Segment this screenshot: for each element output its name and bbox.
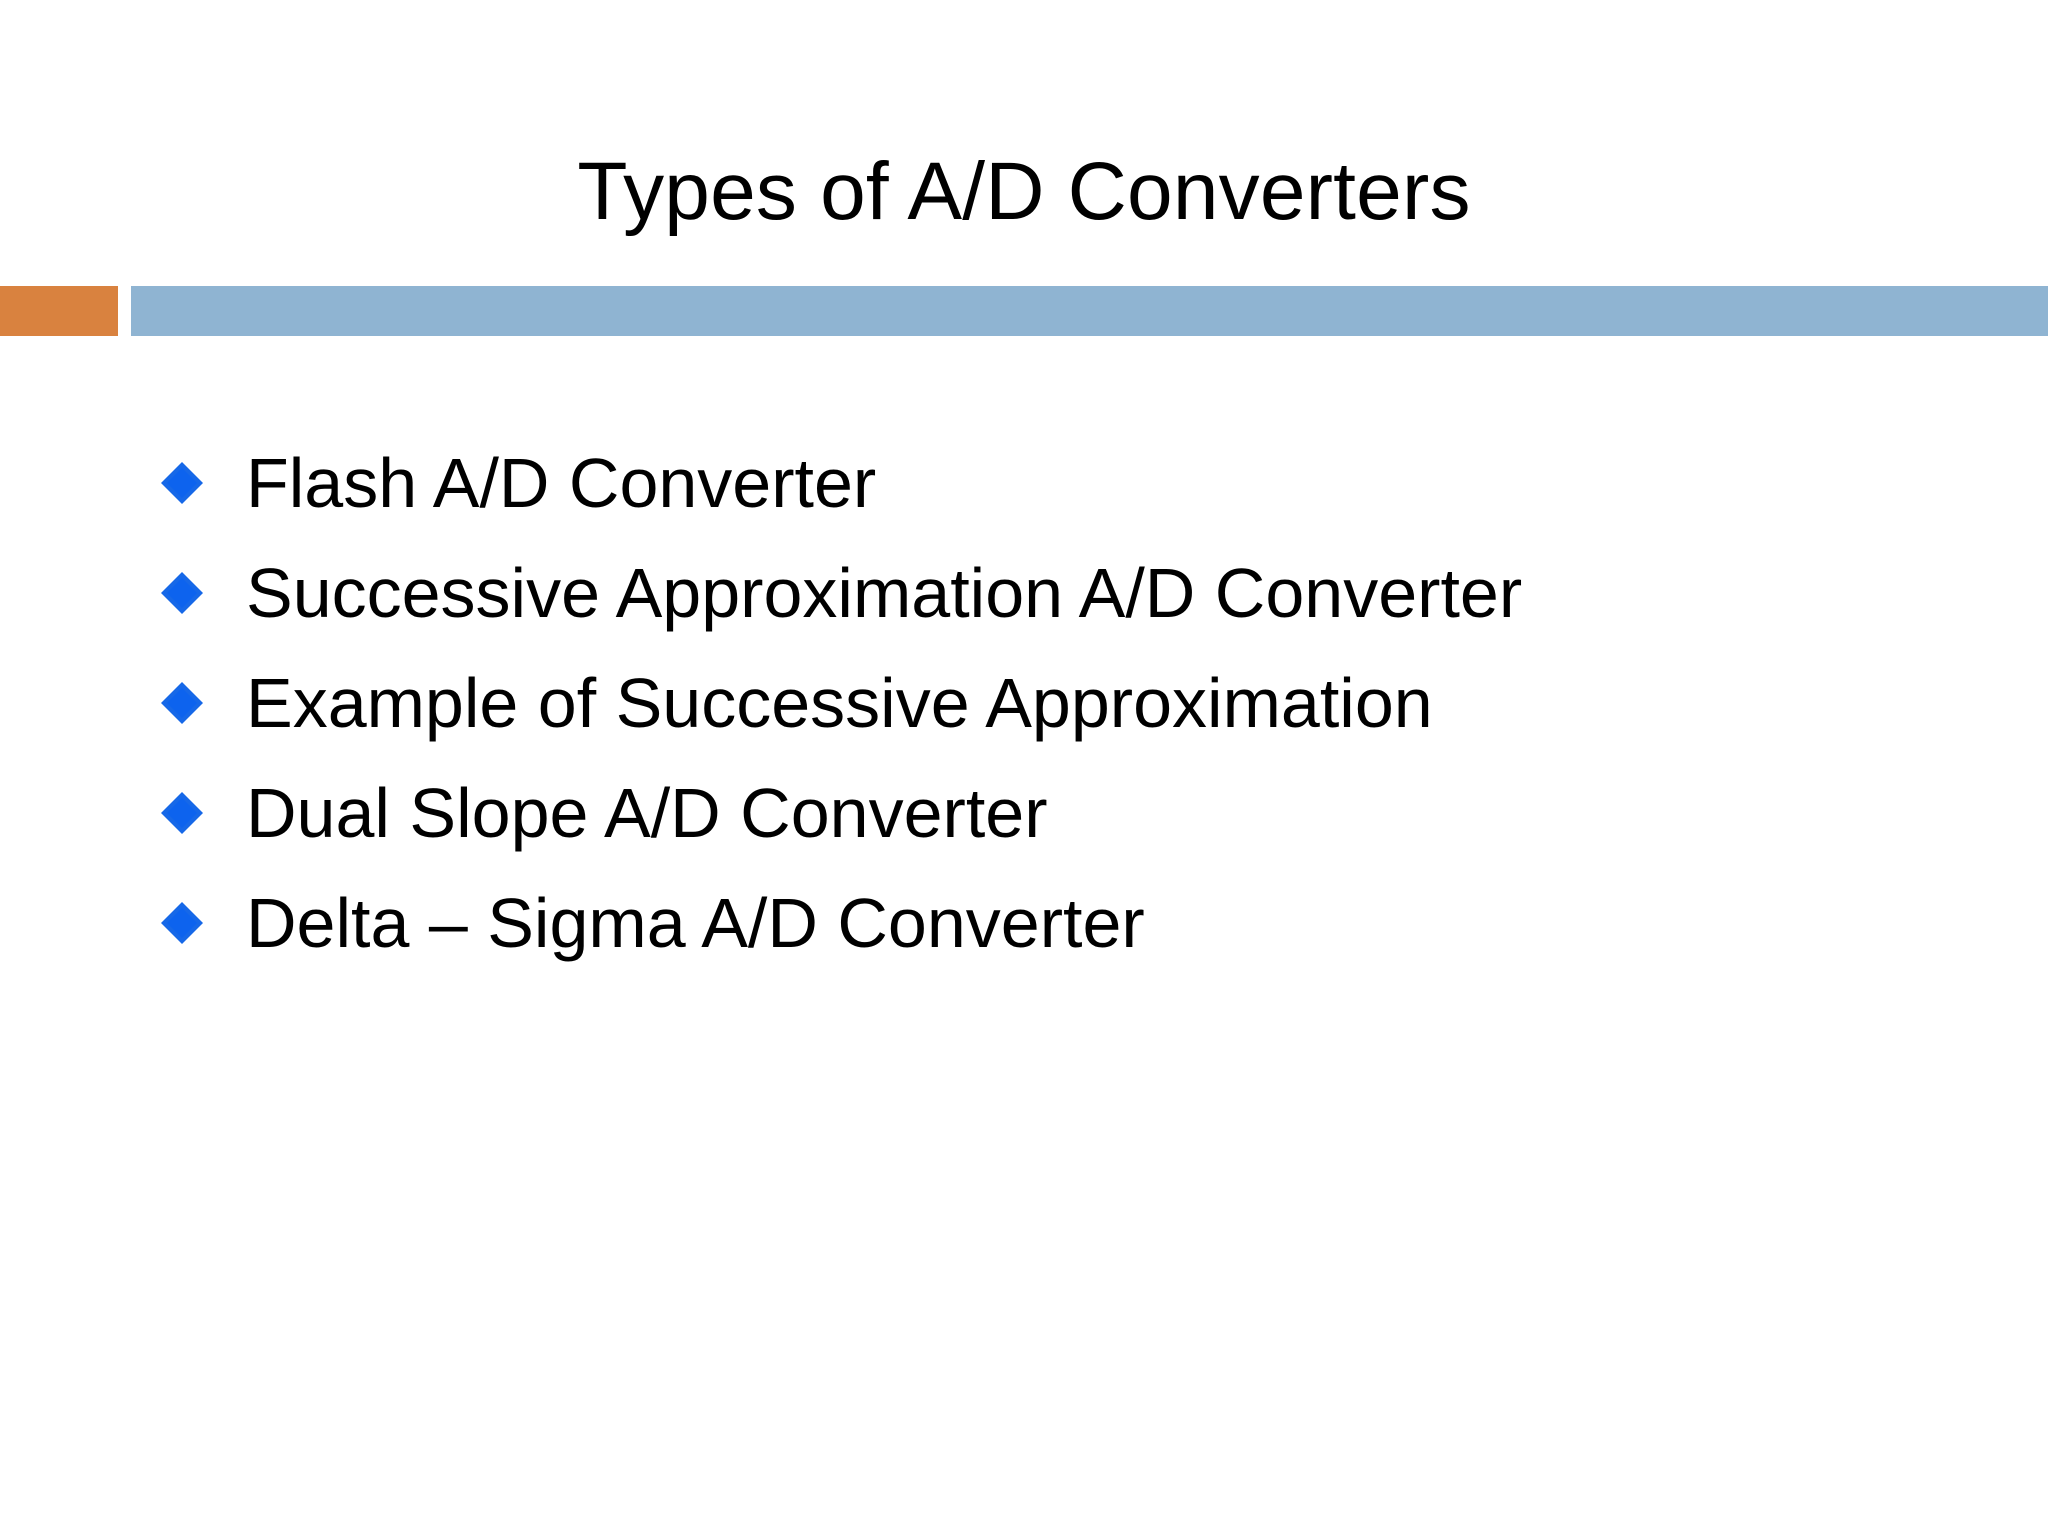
title-divider-accent-bar — [0, 286, 118, 336]
blue-diamond-bullet-icon — [160, 901, 204, 945]
list-item-label: Flash A/D Converter — [246, 444, 877, 522]
list-item-label: Example of Successive Approximation — [246, 664, 1433, 742]
blue-diamond-bullet-icon — [160, 461, 204, 505]
list-item[interactable]: Example of Successive Approximation — [160, 648, 1960, 758]
bullet-list: Flash A/D Converter Successive Approxima… — [160, 428, 1960, 978]
list-item-label: Delta – Sigma A/D Converter — [246, 884, 1145, 962]
list-item[interactable]: Flash A/D Converter — [160, 428, 1960, 538]
list-item-label: Successive Approximation A/D Converter — [246, 554, 1523, 632]
blue-diamond-bullet-icon — [160, 681, 204, 725]
list-item[interactable]: Delta – Sigma A/D Converter — [160, 868, 1960, 978]
blue-diamond-bullet-icon — [160, 791, 204, 835]
title-divider-main-bar — [131, 286, 2048, 336]
list-item-label: Dual Slope A/D Converter — [246, 774, 1048, 852]
list-item[interactable]: Dual Slope A/D Converter — [160, 758, 1960, 868]
blue-diamond-bullet-icon — [160, 571, 204, 615]
list-item[interactable]: Successive Approximation A/D Converter — [160, 538, 1960, 648]
slide-title: Types of A/D Converters — [577, 145, 1471, 237]
